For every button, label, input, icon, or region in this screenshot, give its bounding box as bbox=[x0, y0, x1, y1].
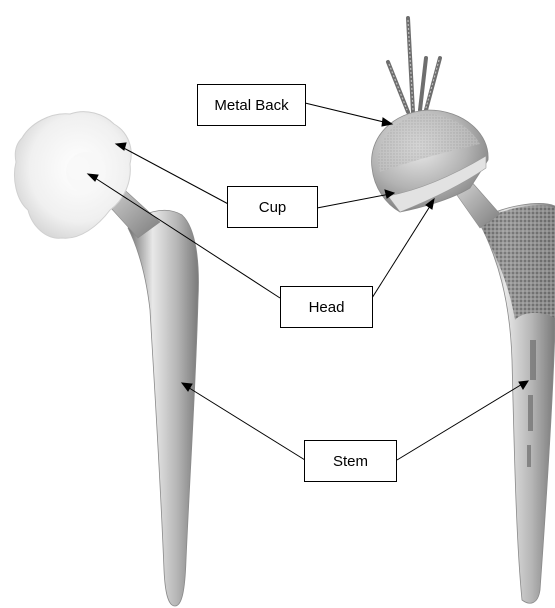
screws bbox=[388, 18, 440, 112]
left-stem bbox=[128, 210, 198, 606]
label-metal-back: Metal Back bbox=[197, 84, 306, 126]
left-head bbox=[66, 152, 106, 192]
right-implant bbox=[372, 18, 555, 603]
label-stem: Stem bbox=[304, 440, 397, 482]
porous-coating bbox=[478, 206, 555, 320]
label-head: Head bbox=[280, 286, 373, 328]
label-cup: Cup bbox=[227, 186, 318, 228]
